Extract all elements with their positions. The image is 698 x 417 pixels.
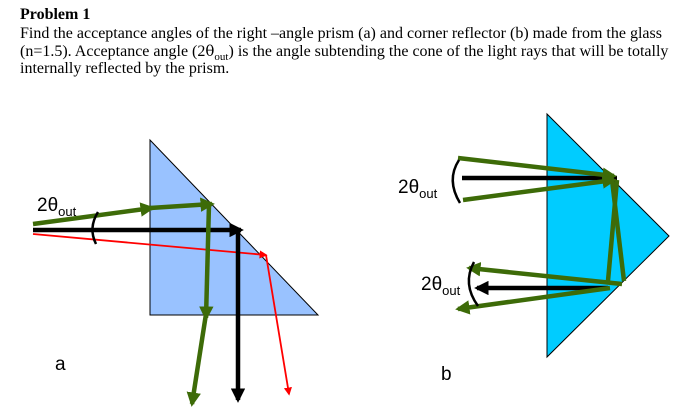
green-rays-b xyxy=(455,155,627,315)
acceptance-angle-arc-a xyxy=(91,211,100,245)
problem-text-before: Find the acceptance angles of the right … xyxy=(20,25,662,60)
acceptance-angle-label-a: 2θout xyxy=(37,195,77,219)
problem-statement: Problem 1 Find the acceptance angles of … xyxy=(20,6,688,78)
acceptance-angle-arc-b-bottom xyxy=(467,261,480,307)
figure-b xyxy=(451,112,670,359)
angle-label-b-bottom-sub: out xyxy=(442,282,461,298)
figure-a xyxy=(32,138,320,407)
angle-label-a-sub: out xyxy=(58,203,77,219)
corner-reflector-prism xyxy=(546,112,670,359)
problem-text: Find the acceptance angles of the right … xyxy=(20,25,688,78)
theta-symbol: θ xyxy=(205,41,215,60)
acceptance-angle-label-b-top: 2θout xyxy=(398,177,438,201)
angle-label-b-top-main: 2θ xyxy=(398,177,420,198)
problem-text-after: ) is the angle subtending the cone of th… xyxy=(20,42,669,78)
panel-label-b: b xyxy=(441,364,452,385)
angle-label-a-main: 2θ xyxy=(37,195,59,216)
acceptance-angle-arc-b-top xyxy=(451,159,462,204)
angle-label-b-top-sub: out xyxy=(419,185,438,201)
problem-title: Problem 1 xyxy=(20,6,91,23)
green-ray xyxy=(32,197,215,407)
angle-label-b-bottom-main: 2θ xyxy=(421,274,443,295)
red-ray xyxy=(32,233,292,396)
right-angle-prism xyxy=(149,138,320,316)
theta-subscript: out xyxy=(214,50,229,63)
panel-label-a: a xyxy=(55,354,66,375)
acceptance-angle-label-b-bottom: 2θout xyxy=(421,274,461,298)
